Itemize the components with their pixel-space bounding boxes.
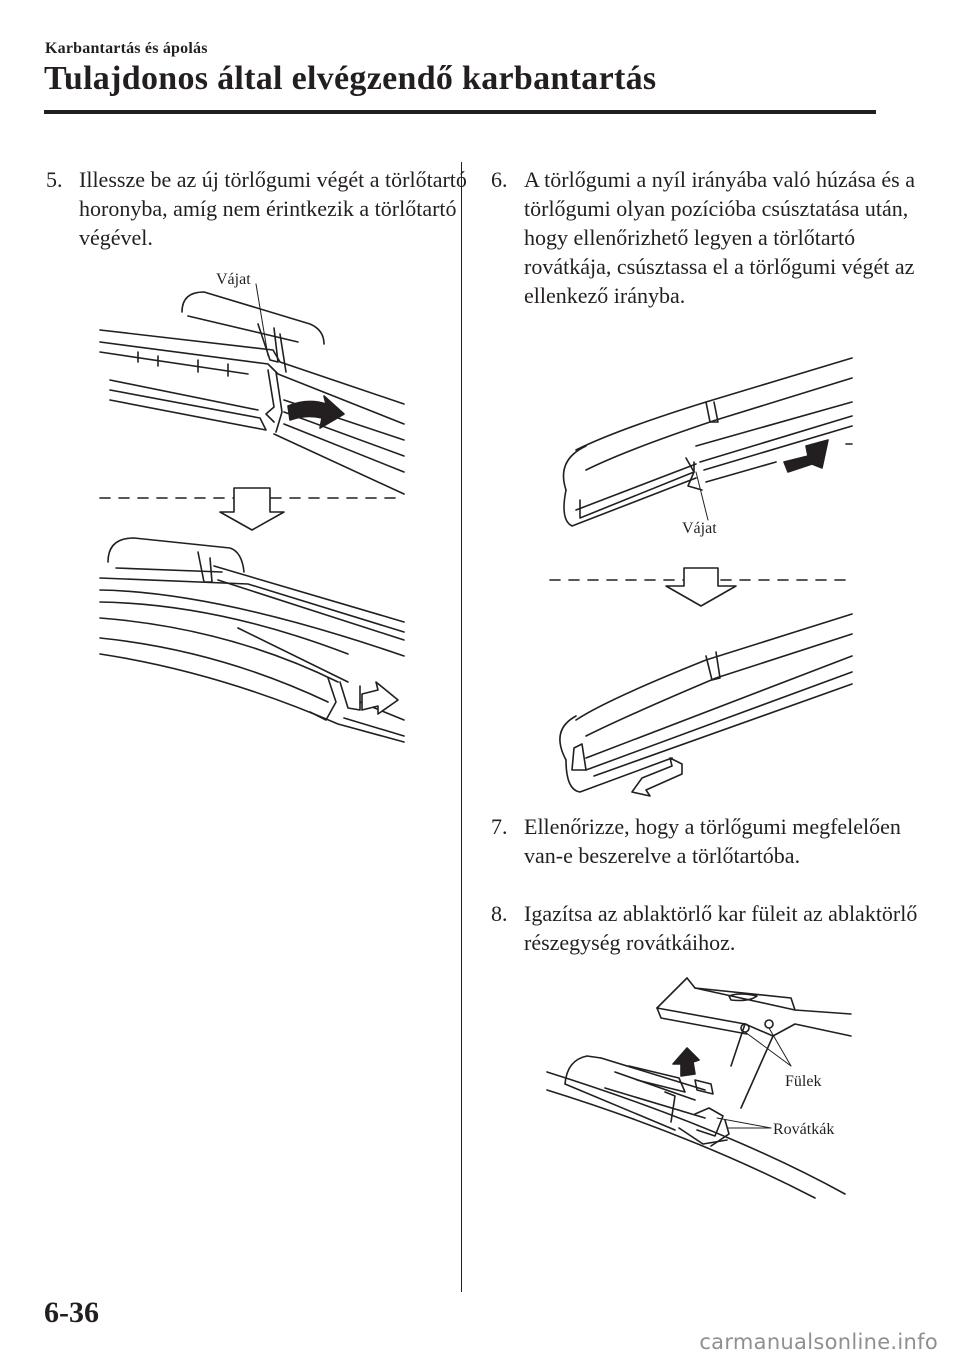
- illustration-wiper-slide: Vájat: [549, 357, 853, 797]
- step-7: 7. Ellenőrizze, hogy a törlőgumi megfelel…: [491, 812, 924, 870]
- label-rovatkak: Rovátkák: [773, 1121, 834, 1138]
- step-8: 8. Igazítsa az ablaktörlő kar füleit az a…: [491, 899, 924, 957]
- column-divider: [461, 162, 462, 1292]
- step-number: 7.: [491, 814, 508, 839]
- step-number: 8.: [491, 901, 508, 926]
- step-text: A törlőgumi a nyíl irányába való húzása …: [524, 167, 915, 308]
- step-text: Ellenőrizze, hogy a törlőgumi megfelelőe…: [524, 814, 901, 868]
- step-6: 6. A törlőgumi a nyíl irányába való húzás…: [491, 165, 924, 310]
- step-number: 5.: [46, 167, 63, 192]
- step-text: Illessze be az új törlőgumi végét a törl…: [79, 167, 467, 250]
- figure-step8: Fülek Rovátkák: [545, 968, 857, 1199]
- section-label: Karbantartás és ápolás: [45, 40, 208, 57]
- label-fulek: Fülek: [785, 1073, 821, 1090]
- step-5: 5. Illessze be az új törlőgumi végét a tö…: [46, 165, 469, 252]
- title-rule: [44, 110, 876, 114]
- watermark: carmanualsonline.info: [699, 1330, 938, 1354]
- figure-step6: Vájat: [546, 350, 856, 800]
- page-number: 6-36: [44, 1296, 99, 1329]
- illustration-arm-alignment: Fülek Rovátkák: [546, 977, 852, 1199]
- label-vajat: Vájat: [216, 271, 251, 288]
- illustration-wiper-insert: Vájat: [99, 271, 405, 743]
- page-title: Tulajdonos által elvégzendő karbantartás: [44, 60, 657, 97]
- step-number: 6.: [491, 167, 508, 192]
- figure-step5: Vájat: [98, 262, 410, 743]
- label-vajat: Vájat: [682, 520, 717, 537]
- step-text: Igazítsa az ablaktörlő kar füleit az abl…: [524, 901, 918, 955]
